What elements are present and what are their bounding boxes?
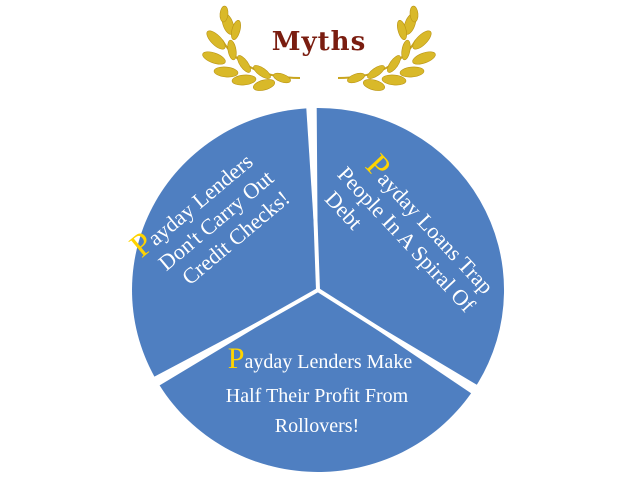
myth-3-line-3: Rollovers! (275, 415, 359, 437)
segment-credit-checks (132, 108, 318, 377)
laurel-wreath-icon (202, 5, 436, 91)
myth-3: Payday Lenders Make Half Their Profit Fr… (226, 342, 413, 437)
segment-rollovers (159, 290, 472, 472)
myth-3-initial: P (228, 342, 245, 375)
svg-text:Payday Lenders Make: Payday Lenders Make (228, 342, 413, 375)
segment-spiral-of-debt (316, 107, 505, 385)
divider-line (309, 106, 320, 291)
divider-line (154, 288, 319, 384)
divider-line (316, 288, 477, 392)
badge-title: Myths (272, 27, 366, 57)
myth-3-line-2: Half Their Profit From (226, 385, 409, 407)
myths-cycle (132, 107, 505, 472)
segment-dividers (154, 106, 477, 392)
myth-3-line-1: ayday Lenders Make (244, 351, 412, 373)
